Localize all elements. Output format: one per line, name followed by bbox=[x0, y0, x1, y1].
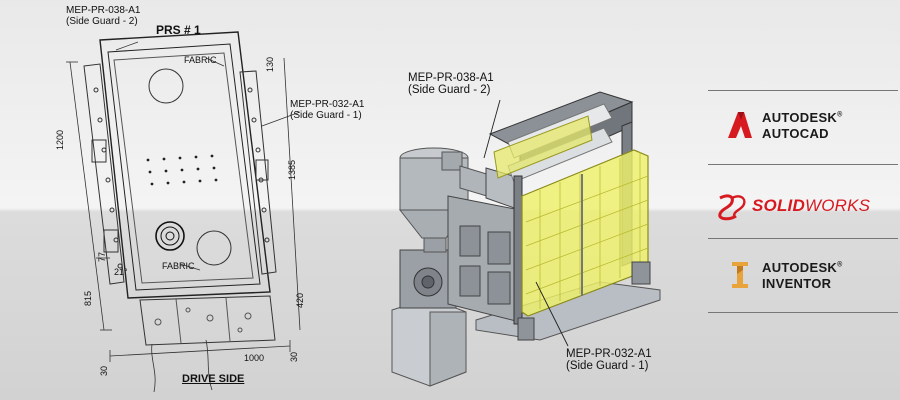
inventor-icon bbox=[732, 262, 748, 288]
autocad-reg: ® bbox=[837, 111, 843, 119]
solidworks-solid-text: SOLID bbox=[752, 196, 805, 215]
autocad-icon bbox=[728, 112, 752, 138]
dim-21-deg: 21° bbox=[114, 267, 128, 277]
drawing-base bbox=[139, 295, 276, 346]
logo-divider-4 bbox=[708, 312, 898, 313]
solidworks-logo: SOLIDWORKS bbox=[708, 174, 898, 236]
drawing-title: PRS # 1 bbox=[156, 23, 201, 37]
logo-divider-1 bbox=[708, 90, 898, 91]
model-callout-bottom: MEP-PR-032-A1 (Side Guard - 1) bbox=[566, 348, 652, 372]
drawing-callout-top-desc: (Side Guard - 2) bbox=[66, 15, 138, 27]
dim-1000: 1000 bbox=[244, 353, 265, 363]
solidworks-works-text: WORKS bbox=[804, 196, 871, 215]
model-callout-top: MEP-PR-038-A1 (Side Guard - 2) bbox=[408, 72, 494, 96]
leader-model-bottom bbox=[535, 281, 569, 347]
dim-420: 420 bbox=[295, 292, 305, 308]
autocad-product-text: AUTOCAD bbox=[762, 126, 829, 141]
dim-1385: 1385 bbox=[287, 159, 297, 180]
model-callout-bottom-desc: (Side Guard - 1) bbox=[566, 360, 649, 373]
drawing-callout-top-code: MEP-PR-038-A1 bbox=[66, 5, 141, 16]
inventor-reg: ® bbox=[837, 261, 843, 269]
drawing-inner-frame bbox=[107, 43, 261, 291]
model-callout-top-desc: (Side Guard - 2) bbox=[408, 84, 491, 97]
autocad-autodesk-text: AUTODESK bbox=[762, 110, 838, 125]
fabric-bottom-label: FABRIC bbox=[162, 261, 195, 271]
model-callout-bottom-code: MEP-PR-032-A1 bbox=[566, 348, 652, 360]
inventor-product-text: INVENTOR bbox=[762, 276, 832, 291]
dim-1200: 1200 bbox=[55, 129, 65, 150]
side-guard-2 bbox=[493, 115, 593, 179]
fabric-top-label: FABRIC bbox=[184, 55, 217, 65]
solidworks-ds-icon bbox=[718, 194, 746, 221]
drawing-callout-mid-desc: (Side Guard - 1) bbox=[290, 109, 362, 121]
logo-divider-2 bbox=[708, 164, 898, 165]
machine-3d-model bbox=[391, 91, 661, 387]
drawing-callout-mid: MEP-PR-032-A1 (Side Guard - 1) bbox=[290, 99, 365, 121]
leader-model-top bbox=[483, 99, 501, 159]
drawing-callout-mid-code: MEP-PR-032-A1 bbox=[290, 99, 365, 110]
inventor-logo: AUTODESK® INVENTOR bbox=[708, 246, 898, 308]
dim-30-left: 30 bbox=[99, 365, 109, 376]
dim-815: 815 bbox=[83, 290, 93, 306]
drawing-callout-top: MEP-PR-038-A1 (Side Guard - 2) bbox=[66, 5, 141, 27]
dim-130: 130 bbox=[265, 56, 275, 72]
drive-side-label: DRIVE SIDE bbox=[182, 373, 245, 385]
drawing-outer-frame bbox=[99, 31, 271, 299]
autocad-logo: AUTODESK® AUTOCAD bbox=[708, 96, 898, 158]
inventor-autodesk-text: AUTODESK bbox=[762, 260, 838, 275]
dim-77: 77 bbox=[97, 251, 107, 262]
model-callout-top-code: MEP-PR-038-A1 bbox=[408, 72, 494, 84]
dim-30-right: 30 bbox=[289, 351, 299, 362]
logo-divider-3 bbox=[708, 238, 898, 239]
drive-shaft bbox=[155, 221, 185, 251]
upper-port bbox=[148, 68, 184, 104]
lower-port bbox=[196, 230, 232, 266]
